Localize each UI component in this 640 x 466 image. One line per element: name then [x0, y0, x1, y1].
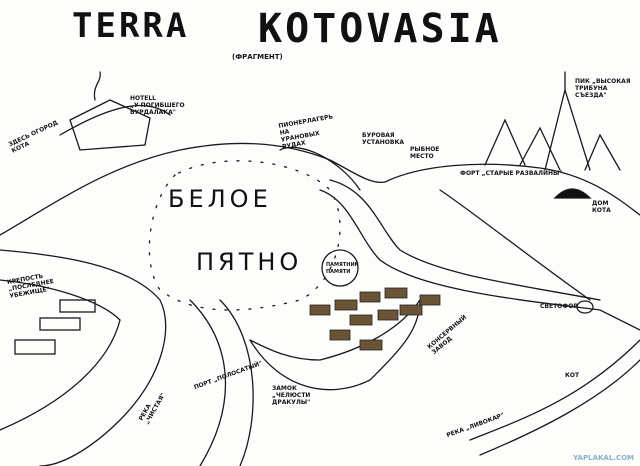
label-white: БЕЛОЕ	[168, 185, 272, 213]
watermark: YAPLAKAL.COM	[573, 454, 634, 462]
shore	[0, 249, 167, 466]
shore	[0, 279, 121, 431]
white-spot-boundary	[148, 160, 341, 311]
mountain	[584, 133, 621, 171]
umbrella-icon	[553, 188, 592, 199]
hill-outline	[0, 142, 640, 236]
river-livokar	[479, 359, 640, 456]
label-traffic-light: СВЕТОФОР	[540, 303, 578, 310]
road	[319, 189, 640, 331]
map-title-kotovasia: KOTOVASIA	[258, 6, 502, 52]
mountain	[544, 87, 591, 171]
fortress-block	[39, 317, 81, 331]
road	[439, 189, 591, 301]
hotel-building	[69, 99, 151, 151]
label-peak: ПИК „ВЫСОКАЯ ТРИБУНА СЪЕЗДА"	[575, 78, 631, 99]
label-castle: ЗАМОК „ЧЕЛЮСТИ ДРАКУЛЫ"	[272, 385, 311, 406]
label-monument: ПАМЯТНИК ПАМЯТИ	[326, 262, 359, 275]
hill-outline	[59, 104, 171, 136]
town-buildings	[309, 287, 441, 351]
map-title-terra: TERRA	[72, 6, 190, 46]
traffic-light-icon	[576, 300, 594, 314]
label-spot: ПЯТНО	[196, 248, 303, 276]
label-drill: БУРОВАЯ УСТАНОВКА	[362, 132, 405, 146]
road	[329, 179, 601, 301]
fortress-block	[59, 299, 96, 313]
map-subtitle: (ФРАГМЕНТ)	[232, 53, 283, 61]
label-cat-house: ДОМ КОТА	[592, 200, 611, 214]
monument-circle	[321, 249, 359, 287]
mountain	[519, 126, 561, 171]
mountain	[484, 118, 526, 166]
hill-outline	[279, 146, 361, 191]
label-fort: ФОРТ „СТАРЫЕ РАЗВАЛИНЫ"	[460, 170, 563, 177]
fortress-block	[14, 339, 56, 355]
label-fishing: РЫБНОЕ МЕСТО	[410, 146, 440, 160]
label-cat: КОТ	[565, 372, 580, 379]
river-clean	[189, 299, 227, 466]
river-livokar	[469, 339, 640, 441]
hotel-smoke	[93, 71, 101, 101]
label-hotel: HOTELL „У ПОГИБШЕГО ВУРДАЛАКА"	[130, 95, 185, 116]
river-clean	[219, 299, 254, 466]
